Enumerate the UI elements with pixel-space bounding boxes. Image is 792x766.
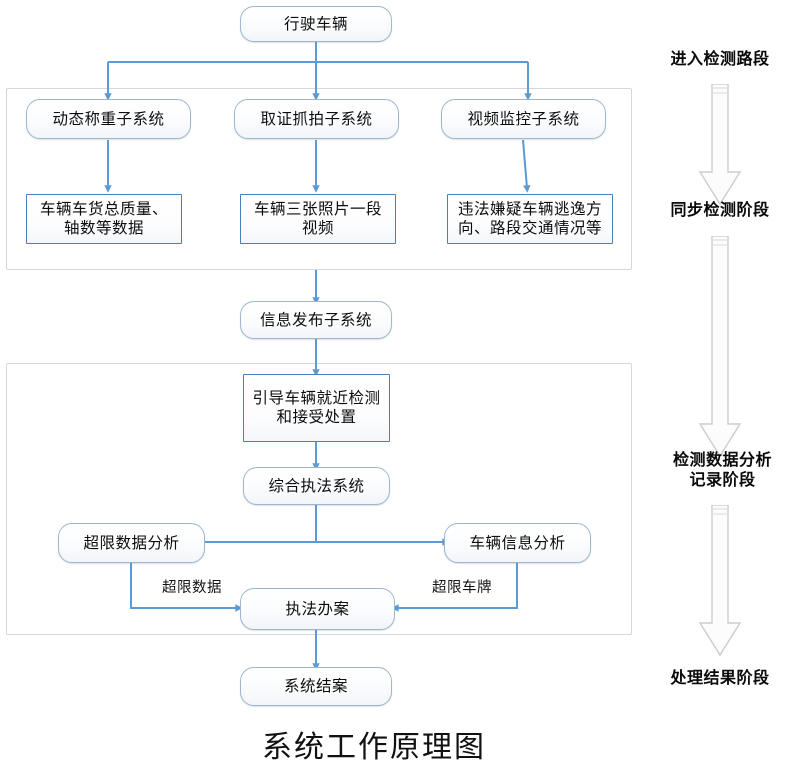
node-vehicle-info-analysis-label: 车辆信息分析 — [469, 533, 566, 552]
node-weighing-data-label: 车辆车货总质量、 轴数等数据 — [39, 200, 168, 237]
node-information-publishing-subsystem-label: 信息发布子系统 — [259, 310, 372, 329]
stage-arrow-1 — [698, 84, 742, 206]
diagram-title: 系统工作原理图 — [262, 730, 486, 765]
stage-label-processing-result: 处理结果阶段 — [670, 668, 770, 687]
stage-label-enter-detection-section: 进入检测路段 — [670, 49, 770, 68]
edge-label-overload-plate: 超限车牌 — [432, 580, 492, 596]
edge-label-overload-data: 超限数据 — [162, 580, 222, 596]
node-information-publishing-subsystem[interactable]: 信息发布子系统 — [240, 301, 392, 339]
node-source-label: 行驶车辆 — [283, 14, 348, 33]
node-dynamic-weighing-subsystem-label: 动态称重子系统 — [52, 109, 165, 128]
node-case-handling-label: 执法办案 — [285, 599, 350, 618]
node-weighing-data[interactable]: 车辆车货总质量、 轴数等数据 — [26, 194, 182, 244]
node-video-data[interactable]: 违法嫌疑车辆逃逸方 向、路段交通情况等 — [447, 194, 613, 244]
stage-label-detection-data-analysis-record: 检测数据分析 记录阶段 — [672, 450, 772, 489]
node-video-data-label: 违法嫌疑车辆逃逸方 向、路段交通情况等 — [457, 200, 602, 237]
stage-arrow-3 — [698, 505, 742, 657]
node-overload-data-analysis[interactable]: 超限数据分析 — [58, 523, 205, 563]
node-vehicle-info-analysis[interactable]: 车辆信息分析 — [444, 523, 591, 563]
stage-arrow-2 — [698, 236, 742, 458]
node-case-closed[interactable]: 系统结案 — [240, 667, 392, 706]
node-source[interactable]: 行驶车辆 — [240, 6, 392, 42]
node-video-surveillance-subsystem-label: 视频监控子系统 — [467, 109, 580, 128]
node-overload-data-analysis-label: 超限数据分析 — [83, 533, 180, 552]
node-integrated-enforcement-system[interactable]: 综合执法系统 — [243, 467, 390, 505]
node-case-closed-label: 系统结案 — [283, 677, 348, 696]
enforcement-group — [6, 363, 632, 635]
node-guide-vehicle-label: 引导车辆就近检测 和接受处置 — [252, 389, 381, 426]
detection-subsystems-group — [6, 88, 632, 270]
stage-label-synchronous-detection: 同步检测阶段 — [670, 200, 770, 219]
node-evidence-capture-subsystem[interactable]: 取证抓拍子系统 — [234, 99, 399, 139]
node-capture-data[interactable]: 车辆三张照片一段 视频 — [240, 194, 396, 244]
node-evidence-capture-subsystem-label: 取证抓拍子系统 — [260, 109, 373, 128]
node-dynamic-weighing-subsystem[interactable]: 动态称重子系统 — [26, 99, 191, 139]
node-video-surveillance-subsystem[interactable]: 视频监控子系统 — [441, 99, 606, 139]
node-capture-data-label: 车辆三张照片一段 视频 — [253, 200, 382, 237]
node-integrated-enforcement-system-label: 综合执法系统 — [268, 476, 365, 495]
node-guide-vehicle[interactable]: 引导车辆就近检测 和接受处置 — [243, 374, 390, 442]
node-case-handling[interactable]: 执法办案 — [240, 588, 395, 630]
